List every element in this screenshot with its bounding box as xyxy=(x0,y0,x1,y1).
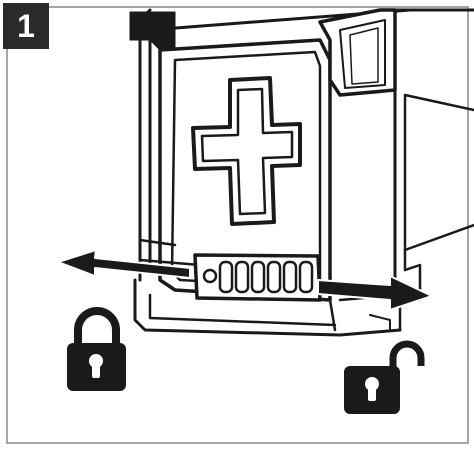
lock-open-icon xyxy=(344,340,425,414)
medical-cross-icon xyxy=(191,76,302,226)
step-number-badge: 1 xyxy=(3,3,49,49)
arrow-right-icon xyxy=(317,275,433,311)
slide-latch xyxy=(193,253,322,302)
arrow-left-icon xyxy=(57,249,191,279)
diagram-border xyxy=(6,6,469,444)
lock-closed-icon xyxy=(67,307,126,391)
first-aid-case xyxy=(129,8,474,337)
